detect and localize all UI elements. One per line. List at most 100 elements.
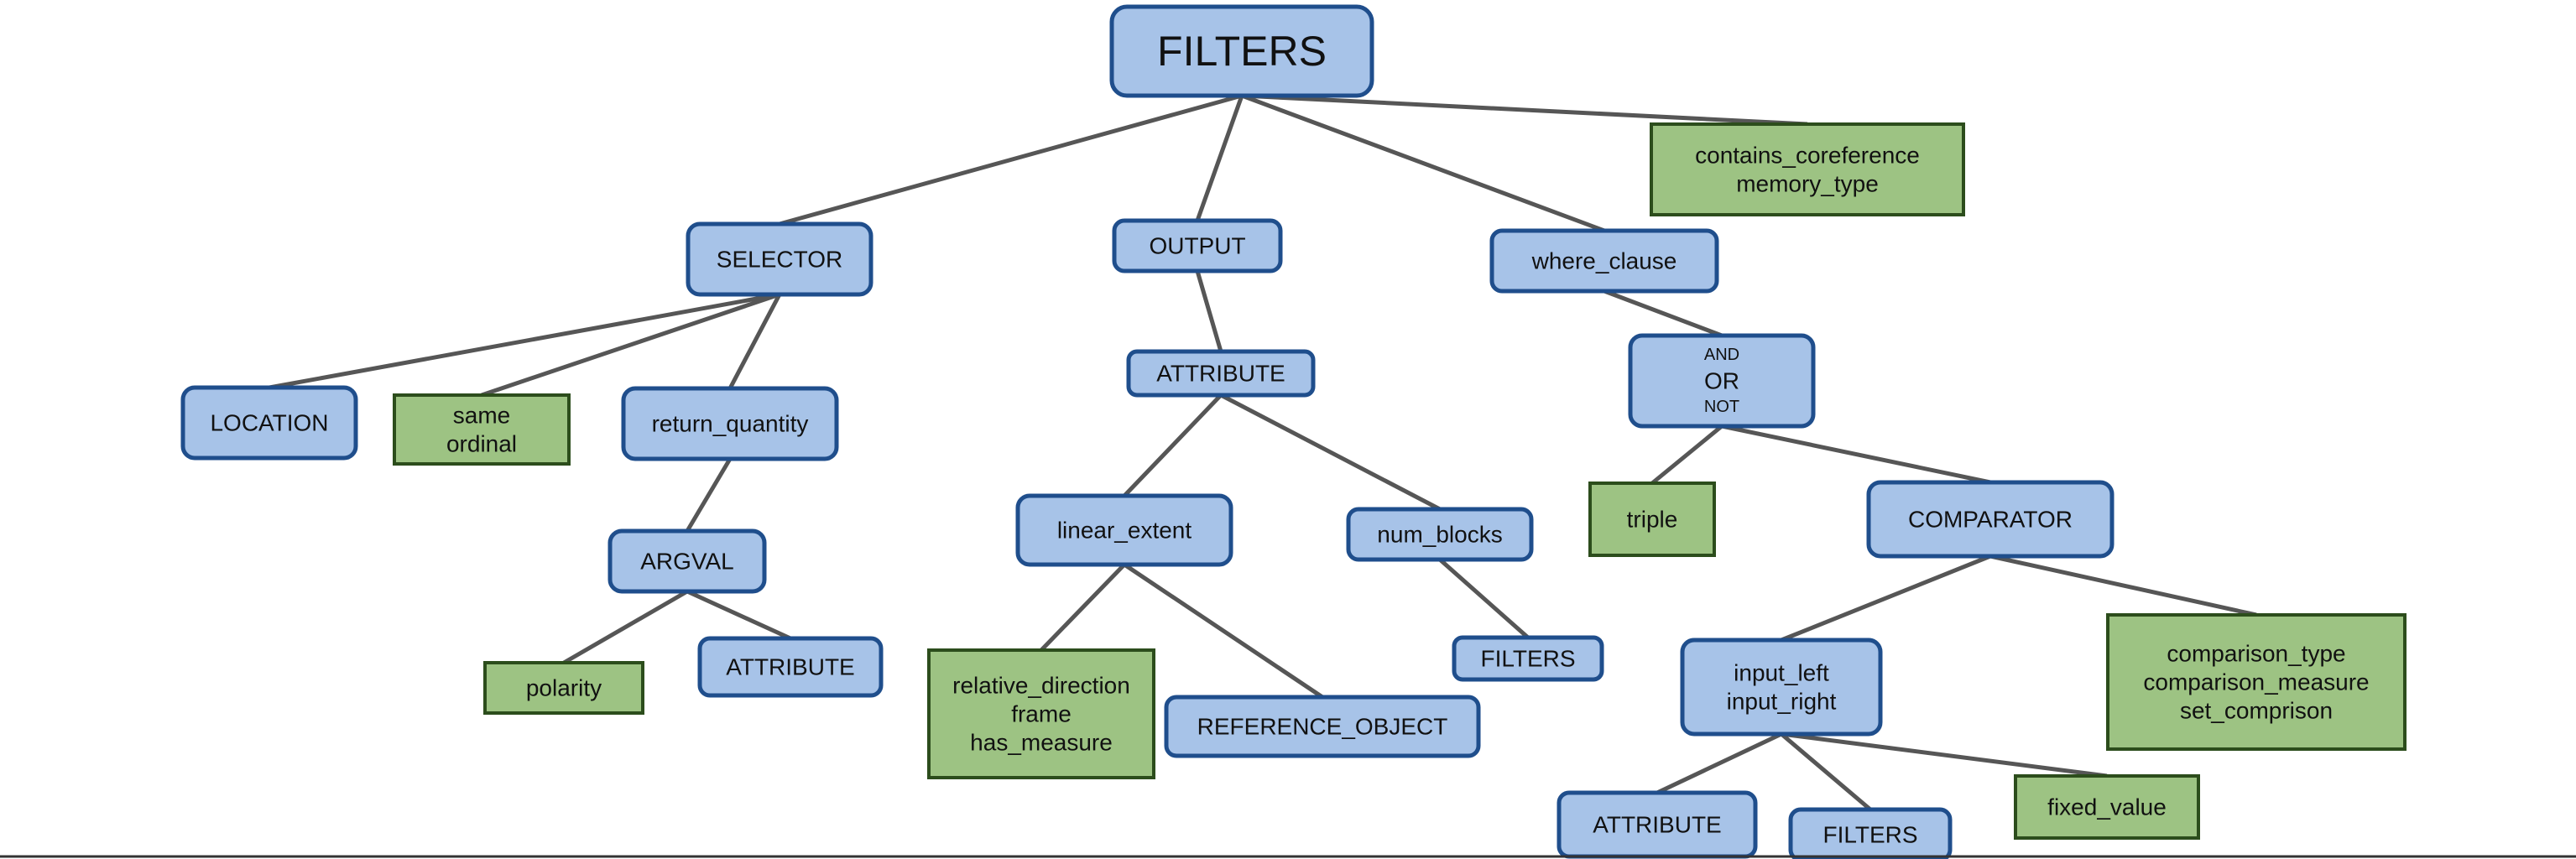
node-attribute-input-label: ATTRIBUTE: [1593, 812, 1721, 838]
node-filters-num-blocks: FILTERS: [1452, 635, 1604, 682]
node-triple-label: triple: [1627, 507, 1678, 533]
edge-input-left-right-to-attribute-input: [1656, 731, 1783, 795]
node-contains-coref: contains_coreference memory_type: [1650, 122, 1965, 216]
node-attribute-argval-box: [697, 636, 884, 698]
node-fixed-value: fixed_value: [2014, 774, 2200, 840]
node-and-or-not-box: [1628, 333, 1816, 429]
node-num-blocks: num_blocks: [1346, 507, 1534, 562]
edge-return-quantity-to-argval: [685, 457, 733, 533]
node-num-blocks-label: num_blocks: [1377, 522, 1502, 548]
node-and-or-not-label: OR: [1704, 368, 1739, 394]
node-return-quantity: return_quantity: [621, 386, 839, 461]
nodes-layer: FILTERS SELECTOR OUTPUT where_clause contain…: [180, 4, 2407, 859]
node-selector-box: [686, 221, 873, 297]
edge-input-left-right-to-filters-input: [1780, 732, 1872, 811]
node-linear-extent-label: linear_extent: [1057, 518, 1192, 544]
node-argval-box: [607, 528, 767, 594]
edge-and-or-not-to-triple: [1650, 424, 1723, 485]
node-comparison-type-label: comparison_type: [2167, 640, 2345, 666]
node-relative-direction-label: relative_direction: [952, 672, 1130, 698]
node-linear-extent-box: [1015, 493, 1233, 567]
node-location-label: LOCATION: [210, 410, 328, 436]
node-polarity-label: polarity: [526, 675, 602, 701]
node-input-left-right: input_left input_right: [1680, 638, 1883, 737]
node-and-or-not-label: NOT: [1704, 398, 1739, 416]
node-attribute-output: ATTRIBUTE: [1126, 349, 1316, 398]
edge-selector-to-same-ordinal: [481, 292, 780, 398]
node-linear-extent: linear_extent: [1015, 493, 1233, 567]
node-reference-object: REFERENCE_OBJECT: [1164, 695, 1481, 758]
node-relative-direction-box: [927, 648, 1155, 779]
node-input-left-right-label: input_right: [1727, 689, 1837, 715]
edge-selector-to-return-quantity: [727, 293, 782, 390]
node-location: LOCATION: [180, 385, 358, 461]
node-filters-input-label: FILTERS: [1822, 822, 1917, 848]
node-num-blocks-box: [1346, 507, 1534, 562]
node-comparator-label: COMPARATOR: [1908, 507, 2073, 533]
node-polarity: polarity: [483, 661, 644, 715]
node-comparator: COMPARATOR: [1866, 480, 2115, 559]
node-filters-root-box: [1109, 4, 1374, 98]
edge-selector-to-location: [269, 292, 780, 390]
edge-linear-extent-to-reference-object: [1123, 562, 1324, 700]
node-comparator-box: [1866, 480, 2115, 559]
node-attribute-output-label: ATTRIBUTE: [1156, 361, 1285, 387]
edge-input-left-right-to-fixed-value: [1781, 731, 2108, 778]
node-return-quantity-box: [621, 386, 839, 461]
edge-comparator-to-input-left-right: [1781, 554, 1991, 643]
node-where-clause: where_clause: [1489, 228, 1719, 294]
node-comparison-type-box: [2106, 613, 2407, 751]
node-attribute-output-box: [1126, 349, 1316, 398]
node-contains-coref-box: [1650, 122, 1965, 216]
node-fixed-value-box: [2014, 774, 2200, 840]
edge-and-or-not-to-comparator: [1721, 424, 1991, 485]
node-selector: SELECTOR: [686, 221, 873, 297]
node-triple-box: [1588, 482, 1716, 557]
node-reference-object-box: [1164, 695, 1481, 758]
node-and-or-not-label: AND: [1704, 346, 1739, 364]
node-where-clause-box: [1489, 228, 1719, 294]
edge-argval-to-attribute-argval: [686, 589, 792, 641]
node-where-clause-label: where_clause: [1531, 248, 1677, 274]
node-comparison-type-label: comparison_measure: [2143, 669, 2369, 695]
edge-argval-to-polarity: [562, 589, 689, 665]
node-input-left-right-label: input_left: [1734, 659, 1829, 685]
node-filters-root: FILTERS: [1109, 4, 1374, 98]
node-reference-object-label: REFERENCE_OBJECT: [1197, 714, 1448, 740]
node-output-box: [1112, 218, 1283, 273]
node-filters-input-box: [1788, 807, 1953, 859]
edge-filters-root-to-where-clause: [1241, 93, 1605, 233]
edge-attribute-output-to-linear-extent: [1123, 393, 1223, 497]
node-return-quantity-label: return_quantity: [652, 411, 809, 437]
node-comparison-type-label: set_comprison: [2180, 698, 2333, 724]
edge-filters-root-to-contains-coref: [1241, 93, 1808, 127]
node-filters-num-blocks-box: [1452, 635, 1604, 682]
node-attribute-argval: ATTRIBUTE: [697, 636, 884, 698]
node-relative-direction-label: frame: [1011, 701, 1072, 727]
node-location-box: [180, 385, 358, 461]
node-attribute-argval-label: ATTRIBUTE: [726, 654, 854, 680]
node-same-ordinal-label: ordinal: [446, 431, 517, 457]
node-selector-label: SELECTOR: [717, 247, 842, 273]
node-output-label: OUTPUT: [1149, 233, 1245, 259]
node-comparison-type: comparison_type comparison_measure set_com…: [2106, 613, 2407, 751]
node-and-or-not: AND OR NOT: [1628, 333, 1816, 429]
node-same-ordinal-box: [393, 393, 571, 466]
node-same-ordinal-label: same: [453, 402, 510, 428]
node-triple: triple: [1588, 482, 1716, 557]
edge-comparator-to-comparison-type: [1989, 554, 2257, 617]
node-attribute-input: ATTRIBUTE: [1557, 790, 1758, 859]
node-relative-direction-label: has_measure: [970, 730, 1113, 756]
edge-filters-root-to-output: [1195, 95, 1244, 221]
edge-output-to-attribute-output: [1195, 270, 1223, 352]
node-same-ordinal: same ordinal: [393, 393, 571, 466]
node-polarity-box: [483, 661, 644, 715]
node-filters-num-blocks-label: FILTERS: [1480, 646, 1575, 672]
node-contains-coref-label: memory_type: [1736, 171, 1879, 197]
node-contains-coref-label: contains_coreference: [1695, 142, 1920, 168]
node-argval: ARGVAL: [607, 528, 767, 594]
edges-layer: [269, 93, 2257, 811]
node-filters-input: FILTERS: [1788, 807, 1953, 859]
edge-num-blocks-to-filters-num-blocks: [1438, 558, 1530, 639]
